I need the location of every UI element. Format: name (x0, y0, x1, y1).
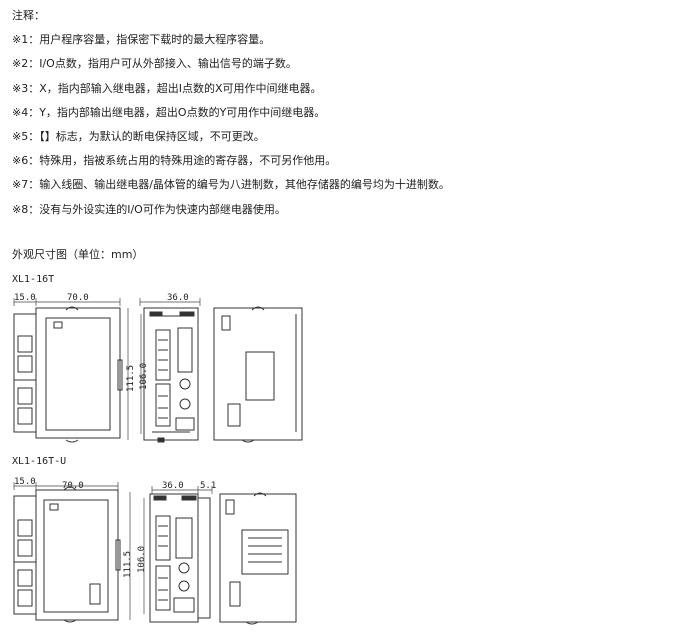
note-item: ※8：没有与外设实连的I/O可作为快速内部继电器使用。 (12, 202, 286, 216)
note-item: ※3：X，指内部输入继电器，超出I点数的X可用作中间继电器。 (12, 81, 322, 95)
model-1-dim-body: 70.0 (67, 293, 89, 303)
model-2-dimension-lines (13, 482, 213, 620)
note-item: ※4：Y，指内部输出继电器，超出O点数的Y可用作中间继电器。 (12, 105, 326, 119)
model-2-dim-extra: 5.1 (200, 481, 217, 491)
model-2-dim-left: 15.0 (14, 477, 36, 487)
model-1-side-view (13, 306, 123, 443)
model-1-dimension-lines (13, 298, 201, 440)
note-item: ※7：输入线圈、输出继电器/晶体管的编号为八进制数，其他存储器的编号均为十进制数… (12, 178, 450, 192)
model-2-front-view (149, 493, 211, 623)
model-1-front-view (143, 307, 199, 443)
model-1-dim-front: 36.0 (167, 293, 189, 303)
note-item: ※5：【】标志，为默认的断电保持区域，不可更改。 (12, 129, 265, 143)
note-item: ※1：用户程序容量，指保密下载时的最大程序容量。 (12, 33, 271, 47)
model-2-side-view (13, 486, 121, 623)
dimensions-title: 外观尺寸图（单位：mm） (12, 248, 144, 261)
notes-section: 注释： ※1：用户程序容量，指保密下载时的最大程序容量。 ※2：I/O点数，指用… (12, 4, 450, 222)
model-2-name: XL1-16T-U (12, 456, 67, 467)
model-1-name: XL1-16T (12, 274, 55, 285)
note-item: ※6：特殊用，指被系统占用的特殊用途的寄存器，不可另作他用。 (12, 154, 337, 168)
model-2-dim-front: 36.0 (162, 481, 184, 491)
model-1-dim-left: 15.0 (14, 293, 36, 303)
note-item: ※2：I/O点数，指用户可从外部接入、输出信号的端子数。 (12, 57, 297, 71)
model-1-back-view (213, 306, 303, 443)
notes-heading: 注释： (12, 9, 45, 22)
model-2-back-view (219, 492, 297, 625)
